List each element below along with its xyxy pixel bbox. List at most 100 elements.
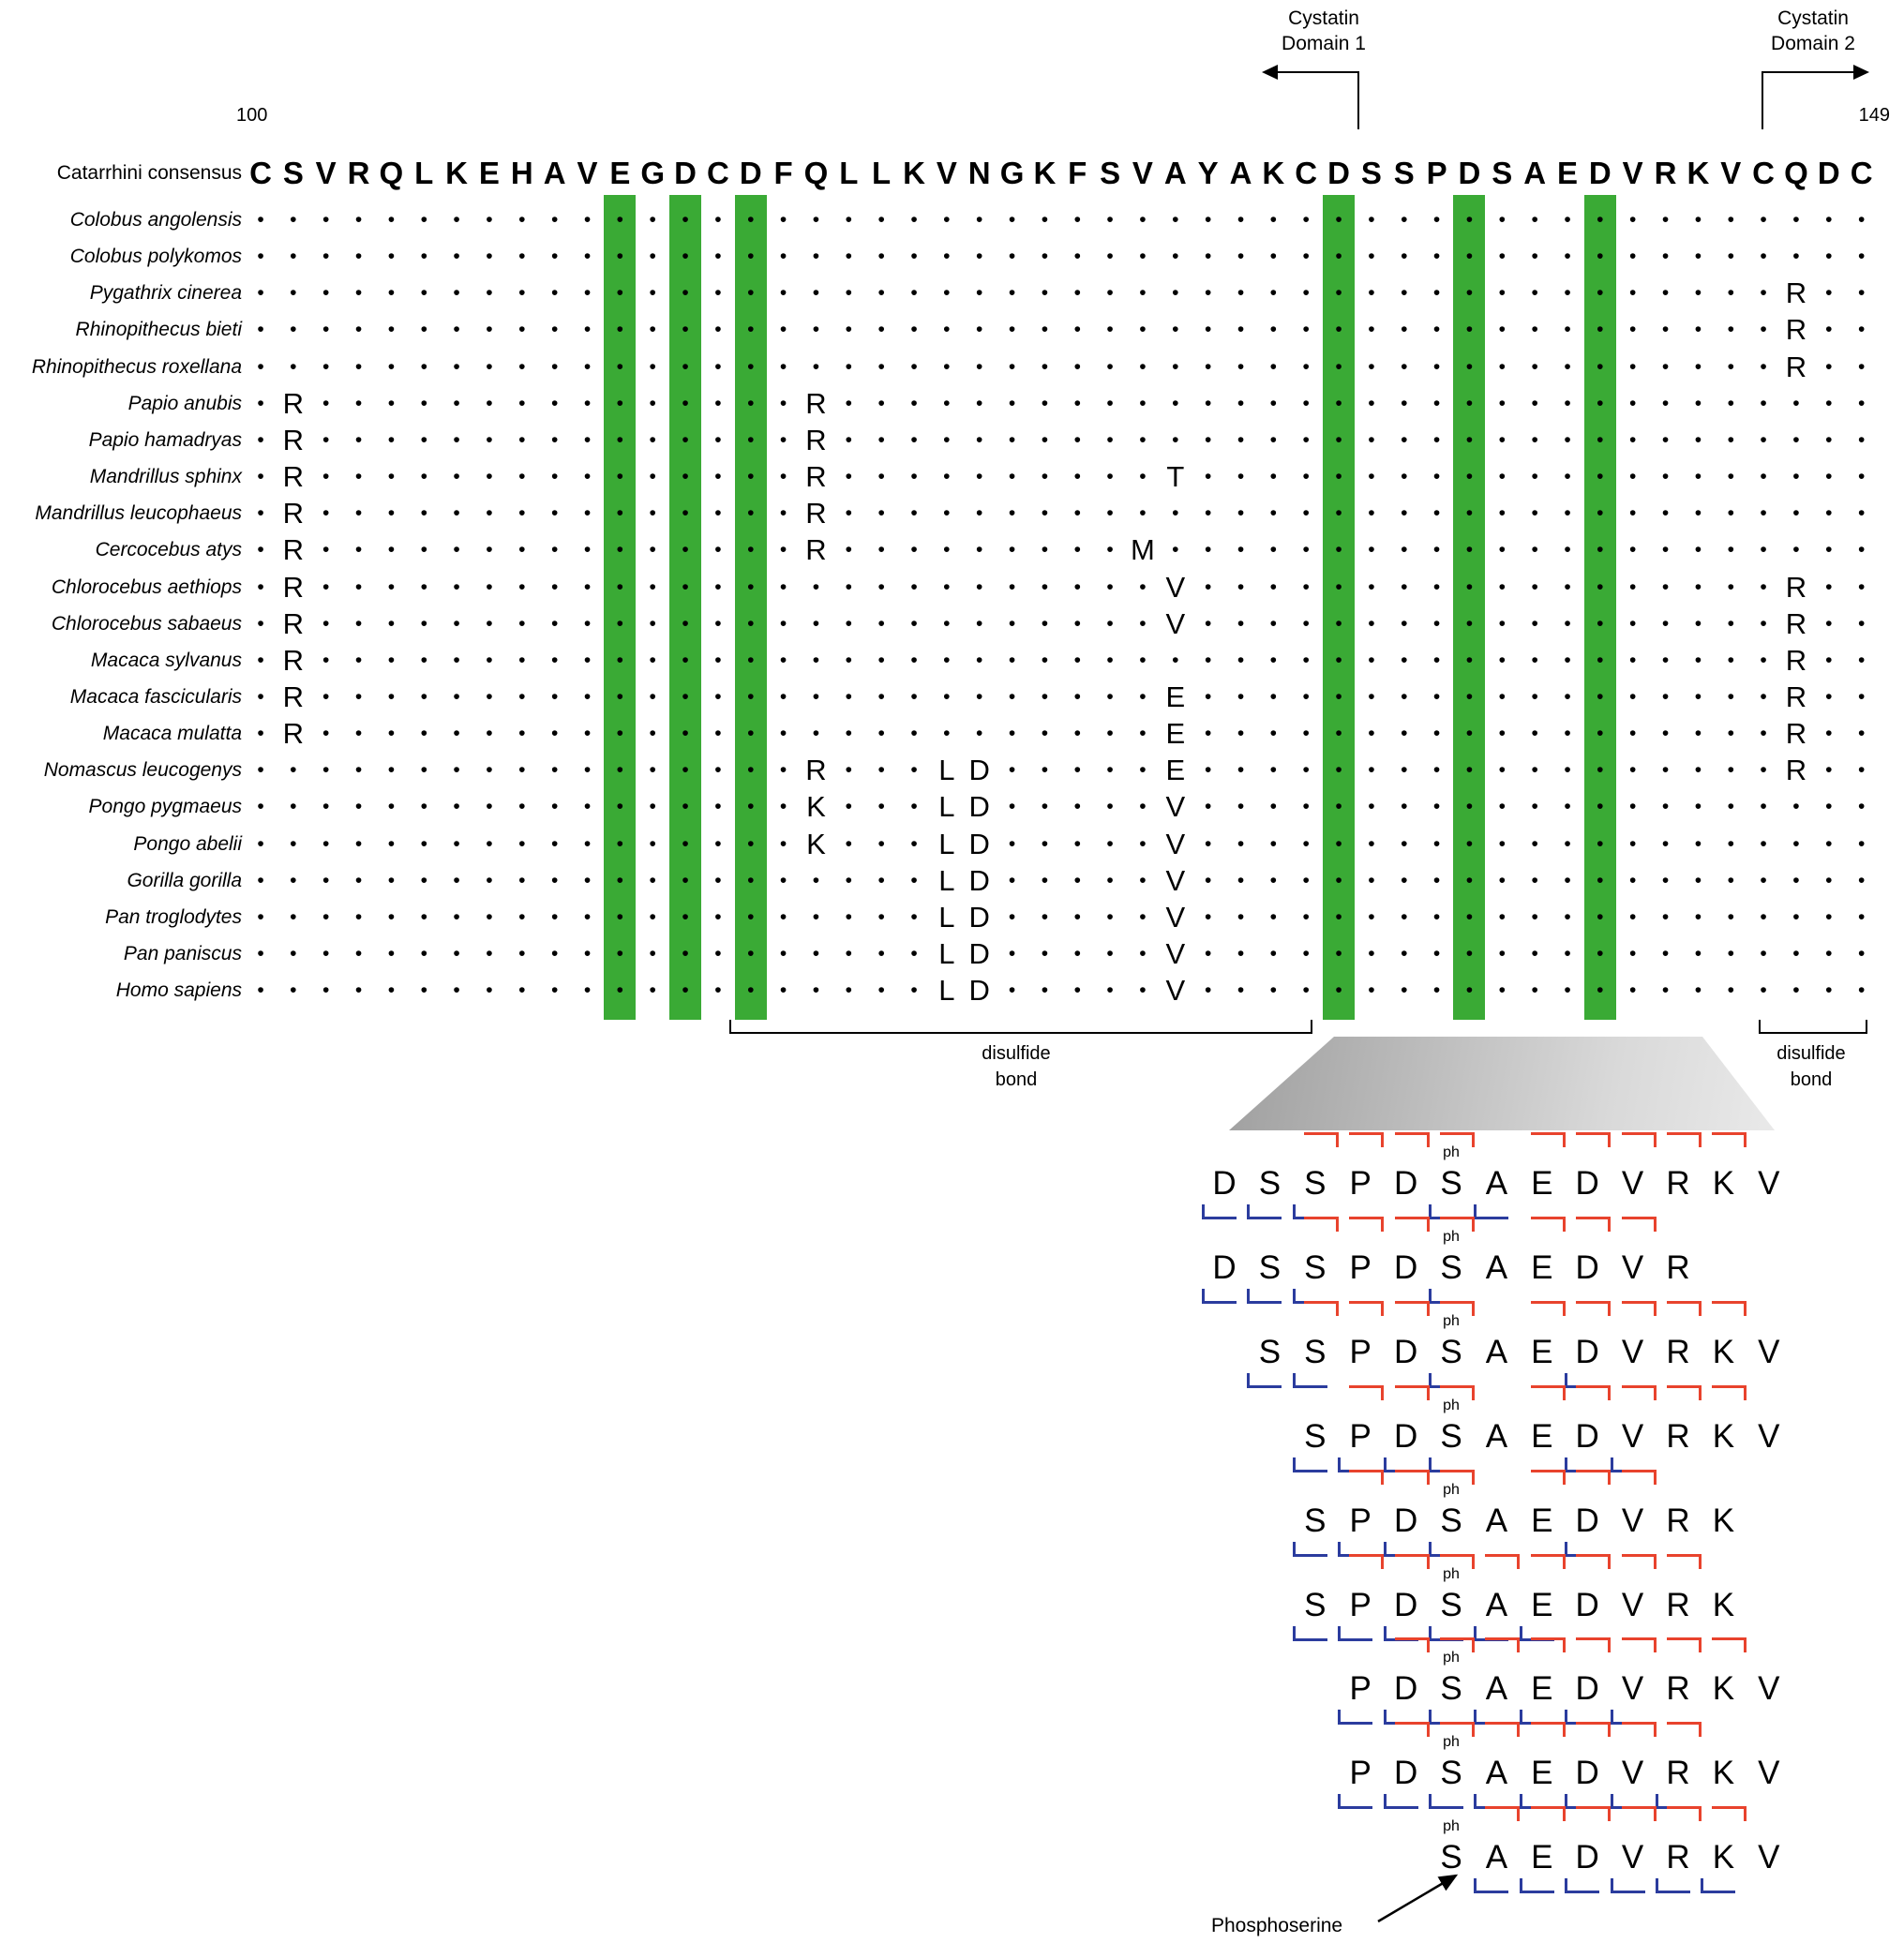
- identity-dot: •: [714, 612, 722, 635]
- identity-dot: •: [453, 869, 460, 891]
- identity-dot: •: [583, 392, 592, 414]
- identity-dot: •: [1694, 575, 1702, 598]
- identity-dot: •: [1401, 685, 1408, 708]
- identity-dot: •: [747, 943, 755, 964]
- identity-dot: •: [1465, 905, 1474, 928]
- peptide-residue: D: [1575, 1333, 1599, 1370]
- identity-dot: •: [812, 355, 820, 378]
- identity-dot: •: [1204, 575, 1212, 598]
- identity-dot: •: [1760, 355, 1767, 378]
- identity-dot: •: [1302, 832, 1310, 855]
- b-ion-mark: [1485, 1553, 1521, 1569]
- identity-dot: •: [1237, 355, 1245, 378]
- identity-dot: •: [257, 246, 264, 268]
- substitution-residue: R: [1785, 313, 1807, 347]
- species-row: Mandrillus sphinx•R•••••••••••••••R•••••…: [0, 458, 1904, 496]
- peptide-residue: P: [1349, 1586, 1372, 1623]
- substitution-residue: R: [1785, 754, 1807, 787]
- b-ion-mark: [1621, 1722, 1657, 1738]
- identity-dot: •: [845, 723, 852, 745]
- b-ion-mark: [1530, 1722, 1566, 1738]
- identity-dot: •: [616, 612, 624, 635]
- identity-dot: •: [1269, 246, 1278, 268]
- identity-dot: •: [1597, 355, 1604, 378]
- identity-dot: •: [877, 209, 885, 231]
- identity-dot: •: [1041, 539, 1049, 561]
- identity-dot: •: [1139, 575, 1147, 598]
- identity-dot: •: [616, 832, 624, 855]
- identity-dot: •: [1237, 502, 1245, 525]
- identity-dot: •: [877, 575, 885, 598]
- identity-dot: •: [1465, 723, 1474, 745]
- identity-dot: •: [550, 392, 559, 414]
- b-ion-mark: [1621, 1132, 1657, 1147]
- identity-dot: •: [257, 539, 264, 561]
- identity-dot: •: [1857, 209, 1866, 231]
- disulfide-label-2: disulfide bond: [1717, 1040, 1904, 1093]
- consensus-residue: V: [577, 156, 598, 190]
- peptide-residue: D: [1393, 1248, 1418, 1286]
- peptide-residue: S: [1258, 1333, 1282, 1370]
- identity-dot: •: [1204, 905, 1212, 928]
- identity-dot: •: [910, 209, 918, 231]
- identity-dot: •: [779, 428, 787, 451]
- identity-dot: •: [845, 466, 852, 488]
- identity-dot: •: [518, 319, 526, 341]
- identity-dot: •: [550, 832, 559, 855]
- consensus-residue: S: [1100, 156, 1121, 190]
- identity-dot: •: [1368, 723, 1375, 745]
- identity-dot: •: [1139, 428, 1147, 451]
- identity-dot: •: [1008, 575, 1016, 598]
- identity-dot: •: [1073, 355, 1081, 378]
- b-ion-mark: [1621, 1637, 1657, 1653]
- b-ion-mark: [1349, 1553, 1385, 1569]
- identity-dot: •: [682, 649, 689, 671]
- substitution-residue: L: [938, 863, 955, 897]
- identity-dot: •: [1172, 246, 1179, 268]
- identity-dot: •: [1139, 832, 1147, 855]
- identity-dot: •: [1302, 392, 1310, 414]
- peptide-residue: S: [1440, 1586, 1462, 1623]
- species-name: Papio anubis: [127, 392, 242, 414]
- identity-dot: •: [1498, 612, 1506, 635]
- identity-dot: •: [1335, 282, 1342, 305]
- identity-dot: •: [1760, 575, 1767, 598]
- identity-dot: •: [290, 796, 297, 818]
- cystatin-domain2-label: Cystatin Domain 2: [1710, 6, 1904, 56]
- identity-dot: •: [1204, 392, 1212, 414]
- substitution-residue: R: [805, 386, 827, 420]
- substitution-residue: R: [282, 497, 305, 531]
- identity-dot: •: [1302, 319, 1310, 341]
- identity-dot: •: [1465, 685, 1474, 708]
- identity-dot: •: [1073, 723, 1081, 745]
- identity-dot: •: [1106, 502, 1114, 525]
- identity-dot: •: [682, 539, 689, 561]
- identity-dot: •: [616, 905, 624, 928]
- peptide-residue: E: [1531, 1248, 1553, 1286]
- identity-dot: •: [1432, 832, 1441, 855]
- identity-dot: •: [486, 539, 493, 561]
- identity-dot: •: [1302, 282, 1310, 305]
- identity-dot: •: [1531, 466, 1538, 488]
- identity-dot: •: [420, 466, 427, 488]
- peptide-residue: K: [1712, 1586, 1735, 1623]
- consensus-residue: D: [674, 156, 697, 190]
- identity-dot: •: [1172, 355, 1179, 378]
- identity-dot: •: [1368, 246, 1375, 268]
- phosphoserine-arrow-line: [1377, 1874, 1459, 1923]
- identity-dot: •: [1629, 319, 1637, 341]
- identity-dot: •: [1041, 832, 1049, 855]
- identity-dot: •: [779, 649, 787, 671]
- identity-dot: •: [322, 428, 330, 451]
- identity-dot: •: [1139, 392, 1147, 414]
- peptide-residue: E: [1531, 1755, 1553, 1792]
- identity-dot: •: [616, 869, 624, 891]
- identity-dot: •: [290, 319, 297, 341]
- consensus-residue: D: [1458, 156, 1481, 190]
- identity-dot: •: [1368, 905, 1375, 928]
- identity-dot: •: [1204, 979, 1212, 1002]
- identity-dot: •: [486, 428, 493, 451]
- peptide-residue: S: [1440, 1755, 1462, 1792]
- alignment-start-position: 100: [236, 105, 268, 126]
